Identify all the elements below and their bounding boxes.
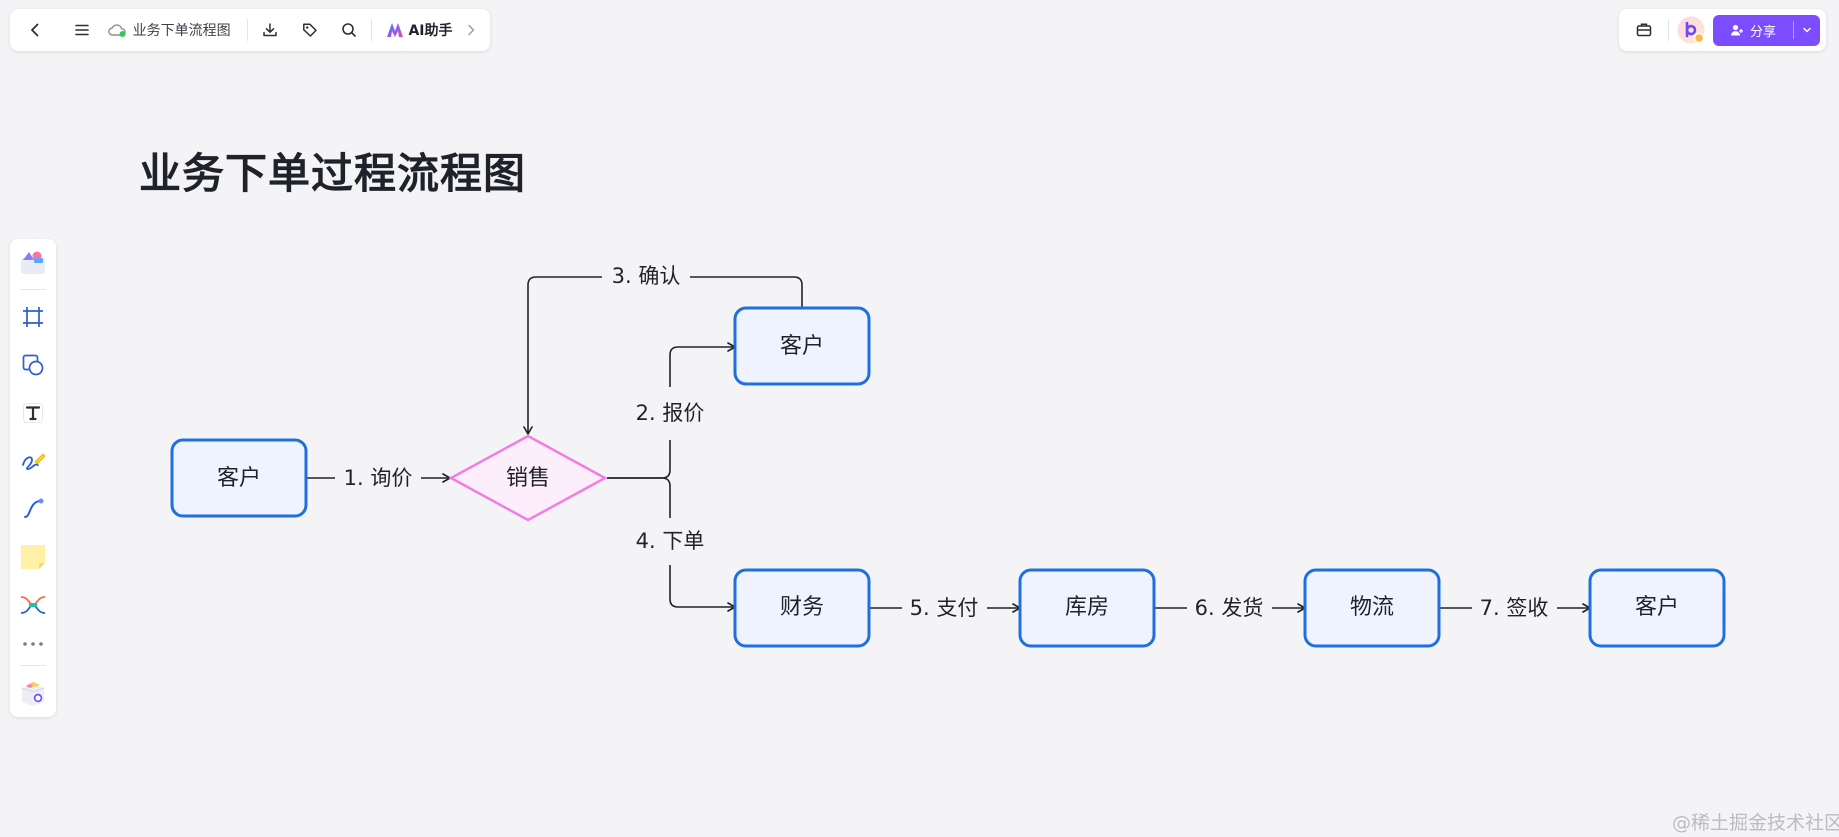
share-label: 分享 [1750,24,1777,40]
cloud-saved-icon [107,24,126,37]
share-main-button[interactable]: 分享 [1713,21,1793,40]
edge-label-payment: 5. 支付 [910,596,979,620]
share-dropdown-button[interactable] [1794,24,1820,36]
palette-divider [20,289,46,290]
avatar-icon [1677,16,1705,44]
document-title-text: 业务下单流程图 [132,23,231,39]
toolbox-button[interactable] [1627,13,1660,47]
chevron-left-icon [30,23,39,37]
share-button[interactable]: 分享 [1713,14,1820,46]
plugin-box-icon [21,682,45,706]
node-label: 销售 [506,466,550,491]
back-button[interactable] [18,13,51,47]
frame-icon [23,307,43,327]
text-tool[interactable] [15,395,51,431]
menu-button[interactable] [65,13,98,47]
ai-assistant-button[interactable]: AI助手 [378,13,460,47]
search-icon [342,23,356,37]
watermark: @稀土掘金技术社区 [1672,812,1839,834]
edge-inquiry[interactable]: 1. 询价 [306,466,451,490]
menu-icon [75,24,89,36]
edge-order[interactable]: 4. 下单 [607,477,736,612]
shape-tool[interactable] [15,347,51,383]
edge-label-ship: 6. 发货 [1195,596,1264,620]
template-library-icon [21,251,45,274]
edge-payment[interactable]: 5. 支付 [869,596,1021,620]
connector-tool[interactable] [15,491,51,527]
toolbox-icon [1636,23,1651,37]
sticky-note-icon [21,545,45,569]
edge-confirm[interactable]: 3. 确认 [523,264,803,435]
node-label: 财务 [780,595,824,620]
pen-icon [22,453,46,470]
mind-map-tool[interactable] [15,587,51,623]
node-label: 物流 [1350,595,1394,620]
frame-tool[interactable] [15,299,51,335]
edge-label-order: 4. 下单 [636,529,705,553]
share-divider [1793,21,1794,39]
search-button[interactable] [332,13,365,47]
pen-tool[interactable] [15,443,51,479]
node-label: 客户 [1635,595,1679,620]
document-title[interactable]: 业务下单流程图 [99,13,241,47]
tag-icon [302,23,317,37]
edge-ship[interactable]: 6. 发货 [1154,596,1306,620]
sticky-note-tool[interactable] [15,539,51,575]
template-tool[interactable] [15,245,51,281]
chevron-right-icon [468,24,475,36]
toolbar-divider [246,19,248,41]
app-plugin-tool[interactable] [15,675,51,711]
mind-map-icon [20,596,46,614]
node-customer-confirm[interactable]: 客户 [733,306,871,386]
more-icon [23,642,43,646]
user-avatar[interactable] [1677,16,1705,44]
node-customer-end[interactable]: 客户 [1588,568,1726,648]
edge-label-inquiry: 1. 询价 [344,466,413,490]
palette-divider [20,665,46,666]
node-logistics[interactable]: 物流 [1303,568,1441,648]
top-right-toolbar: 分享 [1619,9,1826,51]
page-title: 业务下单过程流程图 [139,149,527,198]
tag-button[interactable] [293,13,326,47]
edge-label-confirm: 3. 确认 [612,264,681,288]
more-tools-button[interactable] [15,629,51,659]
expand-toolbar-button[interactable] [461,13,483,47]
node-label: 库房 [1065,595,1109,620]
node-customer-start[interactable]: 客户 [170,438,308,518]
add-user-icon [1731,24,1743,36]
edge-label-receive: 7. 签收 [1480,596,1549,620]
chevron-down-icon [1803,27,1811,33]
node-sales-decision[interactable]: 销售 [448,434,608,522]
node-label: 客户 [780,334,824,359]
shapes-icon [22,354,44,376]
node-warehouse[interactable]: 库房 [1018,568,1156,648]
text-icon [23,403,43,423]
node-finance[interactable]: 财务 [733,568,871,648]
toolbar-divider [1668,19,1670,41]
download-button[interactable] [254,13,287,47]
top-left-toolbar: 业务下单流程图 AI助手 [10,9,490,51]
ai-assistant-label: AI助手 [408,23,453,39]
edge-quote[interactable]: 2. 报价 [607,342,736,479]
connector-icon [24,498,44,518]
left-tool-palette [10,239,56,717]
edge-label-quote: 2. 报价 [636,401,705,425]
download-icon [263,23,277,37]
edge-receive[interactable]: 7. 签收 [1439,596,1591,620]
ai-logo-icon [387,23,404,37]
node-label: 客户 [217,466,261,491]
toolbar-divider [371,19,373,41]
